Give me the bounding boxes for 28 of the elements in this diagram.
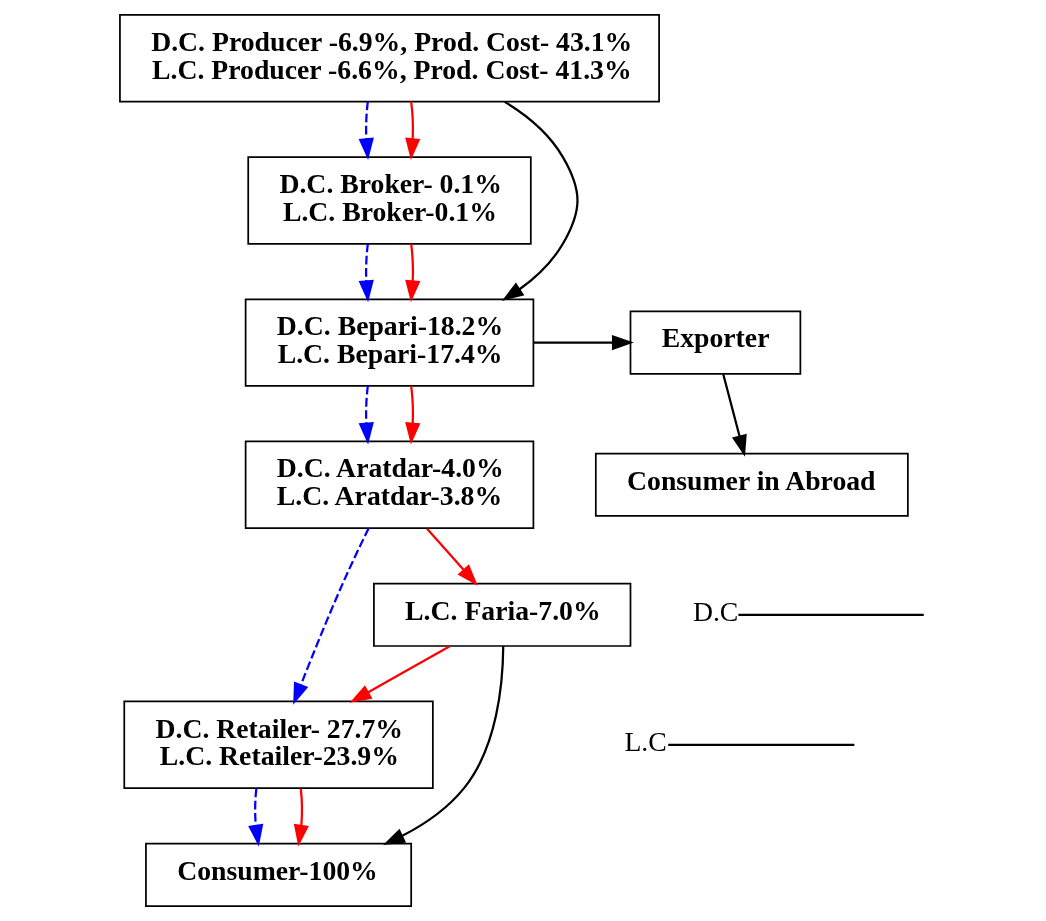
arrow: [405, 101, 421, 161]
node-text: L.C: [624, 726, 667, 758]
arrow: [405, 385, 421, 445]
arrow: [349, 645, 451, 703]
node-box: D.C. Producer -6.9%, Prod. Cost- 43.1% L.C. Producer -6.6%, Prod. Cost- 41.3%: [119, 14, 660, 103]
connector: [668, 743, 855, 746]
node-box: L.C. Faria-7.0%: [373, 582, 632, 647]
arrow: [501, 100, 579, 301]
arrow: [426, 527, 478, 586]
arrow: [358, 243, 374, 303]
connector: [738, 613, 924, 616]
arrow: [293, 527, 370, 705]
arrow: [722, 374, 747, 457]
arrow: [358, 385, 374, 445]
arrow: [248, 788, 264, 847]
node-box: D.C. Bepari-18.2% L.C. Bepari-17.4%: [244, 298, 535, 387]
node-box: Consumer-100%: [145, 842, 413, 907]
node-box: Consumer in Abroad: [594, 452, 909, 517]
arrow: [358, 101, 374, 161]
node-text: D.C: [692, 596, 739, 628]
node-box: Exporter: [629, 310, 802, 375]
arrow: [405, 243, 421, 303]
node-box: D.C. Aratdar-4.0% L.C. Aratdar-3.8%: [244, 440, 535, 529]
node-box: D.C. Broker- 0.1% L.C. Broker-0.1%: [247, 156, 532, 245]
node-box: D.C. Retailer- 27.7% L.C. Retailer-23.9%: [123, 700, 434, 789]
arrow: [383, 645, 505, 845]
arrow: [293, 788, 309, 847]
arrow: [534, 334, 634, 351]
